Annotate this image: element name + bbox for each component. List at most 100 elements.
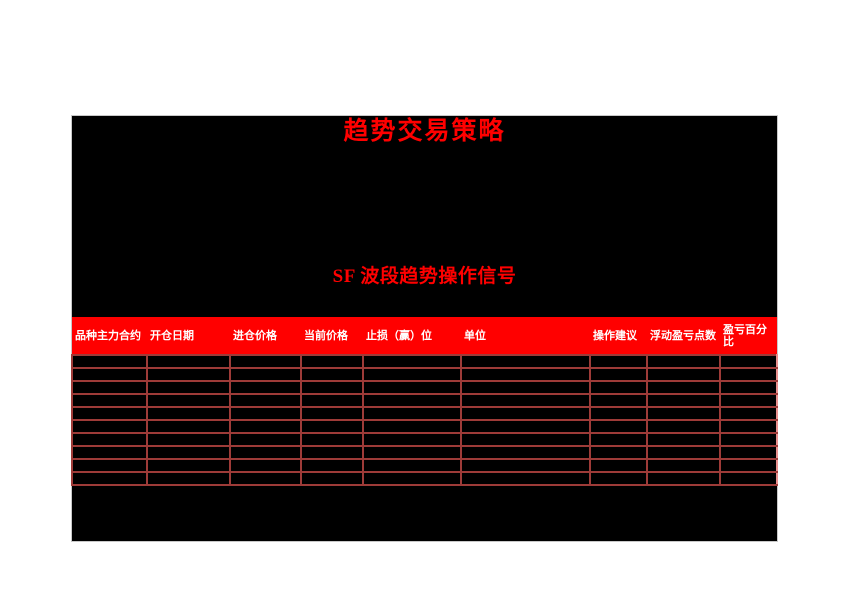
column-header-3: 当前价格: [301, 317, 363, 355]
table-cell: [300, 367, 364, 382]
table-cell: [646, 406, 721, 421]
table-cell: [229, 471, 302, 486]
column-header-7: 浮动盈亏点数: [647, 317, 720, 355]
table-cell: [362, 367, 462, 382]
table-cell: [71, 471, 148, 486]
table-row: [71, 432, 778, 447]
column-header-6: 操作建议: [590, 317, 647, 355]
table-cell: [460, 419, 591, 434]
table-cell: [719, 471, 778, 486]
table-cell: [460, 367, 591, 382]
table-cell: [719, 354, 778, 369]
table-row: [71, 419, 778, 434]
table-cell: [460, 471, 591, 486]
table-cell: [646, 445, 721, 460]
table-cell: [460, 380, 591, 395]
table-cell: [71, 367, 148, 382]
table-cell: [646, 419, 721, 434]
table-cell: [719, 432, 778, 447]
table-cell: [300, 380, 364, 395]
table-cell: [362, 471, 462, 486]
table-cell: [300, 393, 364, 408]
section-title: SF 波段趋势操作信号: [332, 266, 517, 287]
table-cell: [146, 419, 231, 434]
table-cell: [719, 393, 778, 408]
table-cell: [460, 393, 591, 408]
table-cell: [300, 445, 364, 460]
strategy-canvas: 趋势交易策略 SF 波段趋势操作信号 品种主力合约开仓日期进仓价格当前价格止损（…: [71, 115, 778, 542]
table-cell: [589, 393, 648, 408]
table-cell: [719, 406, 778, 421]
table-cell: [589, 445, 648, 460]
signal-table-header: 品种主力合约开仓日期进仓价格当前价格止损（赢）位单位操作建议浮动盈亏点数盈亏百分…: [72, 317, 777, 355]
table-cell: [300, 419, 364, 434]
table-cell: [229, 393, 302, 408]
table-row: [71, 458, 778, 473]
table-cell: [146, 432, 231, 447]
table-cell: [719, 367, 778, 382]
table-cell: [646, 354, 721, 369]
table-cell: [646, 393, 721, 408]
table-cell: [646, 380, 721, 395]
table-cell: [300, 432, 364, 447]
column-header-4: 止损（赢）位: [363, 317, 461, 355]
table-cell: [719, 458, 778, 473]
table-cell: [146, 445, 231, 460]
table-cell: [71, 419, 148, 434]
table-row: [71, 380, 778, 395]
document-title: 趋势交易策略: [343, 118, 506, 145]
table-cell: [300, 471, 364, 486]
column-header-8: 盈亏百分比: [720, 317, 777, 355]
table-cell: [362, 458, 462, 473]
table-cell: [362, 432, 462, 447]
table-cell: [229, 458, 302, 473]
table-cell: [589, 367, 648, 382]
table-cell: [71, 406, 148, 421]
table-cell: [146, 380, 231, 395]
table-cell: [362, 380, 462, 395]
table-cell: [719, 445, 778, 460]
table-cell: [71, 380, 148, 395]
column-header-0: 品种主力合约: [72, 317, 147, 355]
table-row: [71, 354, 778, 369]
table-cell: [362, 354, 462, 369]
table-cell: [229, 406, 302, 421]
table-cell: [719, 380, 778, 395]
table-cell: [589, 471, 648, 486]
table-cell: [362, 406, 462, 421]
table-cell: [460, 406, 591, 421]
table-cell: [71, 432, 148, 447]
table-cell: [146, 471, 231, 486]
signal-table: 品种主力合约开仓日期进仓价格当前价格止损（赢）位单位操作建议浮动盈亏点数盈亏百分…: [71, 317, 778, 486]
column-header-5: 单位: [461, 317, 590, 355]
table-cell: [71, 458, 148, 473]
table-cell: [146, 393, 231, 408]
table-row: [71, 393, 778, 408]
table-cell: [460, 354, 591, 369]
table-cell: [646, 367, 721, 382]
table-cell: [71, 354, 148, 369]
table-cell: [300, 406, 364, 421]
table-row: [71, 406, 778, 421]
table-cell: [146, 354, 231, 369]
column-header-1: 开仓日期: [147, 317, 230, 355]
table-cell: [71, 445, 148, 460]
table-cell: [229, 432, 302, 447]
table-cell: [229, 419, 302, 434]
column-header-2: 进仓价格: [230, 317, 301, 355]
table-cell: [589, 432, 648, 447]
table-cell: [362, 419, 462, 434]
table-cell: [646, 432, 721, 447]
table-cell: [646, 458, 721, 473]
table-cell: [460, 458, 591, 473]
table-cell: [229, 445, 302, 460]
table-cell: [589, 406, 648, 421]
table-cell: [362, 393, 462, 408]
table-cell: [229, 367, 302, 382]
table-cell: [589, 458, 648, 473]
table-row: [71, 471, 778, 486]
table-cell: [589, 380, 648, 395]
table-cell: [71, 393, 148, 408]
table-cell: [589, 419, 648, 434]
